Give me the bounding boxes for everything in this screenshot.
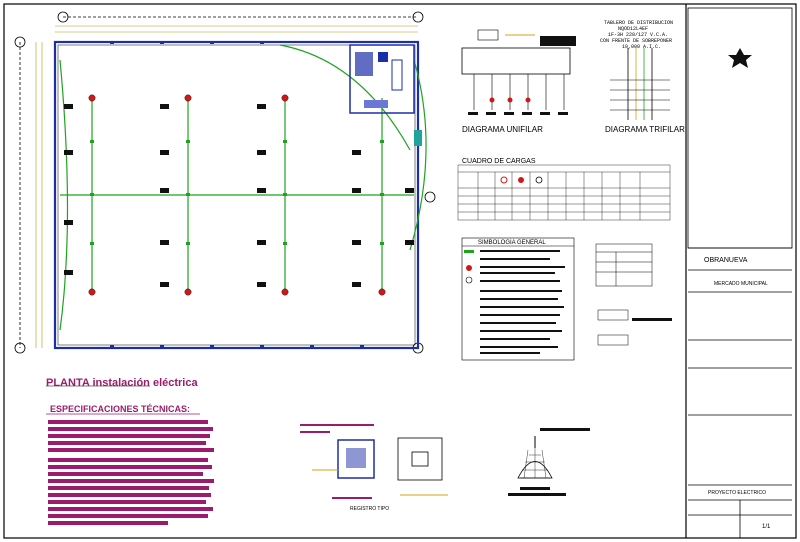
tablero-line-4: CON FRENTE DE SOBREPONER: [600, 38, 672, 44]
trifilar-diagram: [610, 48, 670, 120]
specs-title: ESPECIFICACIONES TÉCNICAS:: [50, 404, 191, 414]
cargas-table: [457, 164, 671, 221]
wall-inner: [57, 44, 416, 346]
logo-icon: [728, 48, 752, 68]
simbologia-table: [461, 237, 575, 361]
tablero-line-5: 10,000 A.I.C.: [622, 44, 661, 50]
circuit-wiring: [59, 44, 427, 331]
registro-title: REGISTRO TIPO: [350, 506, 389, 512]
legend-box: [595, 243, 653, 346]
unifilar-title: DIAGRAMA UNIFILAR: [462, 125, 543, 134]
spec-text-lines: [48, 420, 214, 525]
plan-title-underline: [46, 385, 200, 415]
title-block-project: MERCADO MUNICIPAL: [714, 281, 768, 287]
wall-outlets: [110, 41, 364, 348]
cargas-title: CUADRO DE CARGAS: [462, 158, 536, 165]
sheet-border: [3, 3, 797, 539]
cargas-symbols: [500, 176, 543, 184]
fixture-ticks: [90, 140, 384, 245]
circuit-tags: [64, 104, 414, 287]
tablero-line-2: NQOD12L4EF: [618, 26, 648, 32]
dimension-lines: [35, 25, 418, 348]
building-walls: [53, 40, 420, 350]
service-room: [349, 44, 436, 203]
registro-detail: [300, 424, 448, 499]
title-block-location: OBRANUEVA: [704, 257, 748, 264]
plan-title: PLANTA instalación eléctrica: [46, 377, 198, 389]
unifilar-diagram: [461, 29, 576, 115]
tablero-line-3: 1F-3H 220/127 V.C.A.: [608, 32, 668, 38]
title-block-drawing: PROYECTO ELECTRICO: [708, 490, 766, 496]
tablero-line-1: TABLERO DE DISTRIBUCION: [604, 20, 673, 26]
luminaires: [88, 94, 386, 296]
simbologia-title: SIMBOLOGIA GENERAL: [478, 240, 546, 246]
legend-note: [632, 318, 672, 321]
luminaire-detail: [508, 428, 590, 496]
axis-markers: [14, 11, 424, 354]
trifilar-title: DIAGRAMA TRIFILAR: [605, 125, 685, 134]
title-block-sheet: 1/1: [762, 524, 771, 530]
title-block: [687, 7, 793, 538]
